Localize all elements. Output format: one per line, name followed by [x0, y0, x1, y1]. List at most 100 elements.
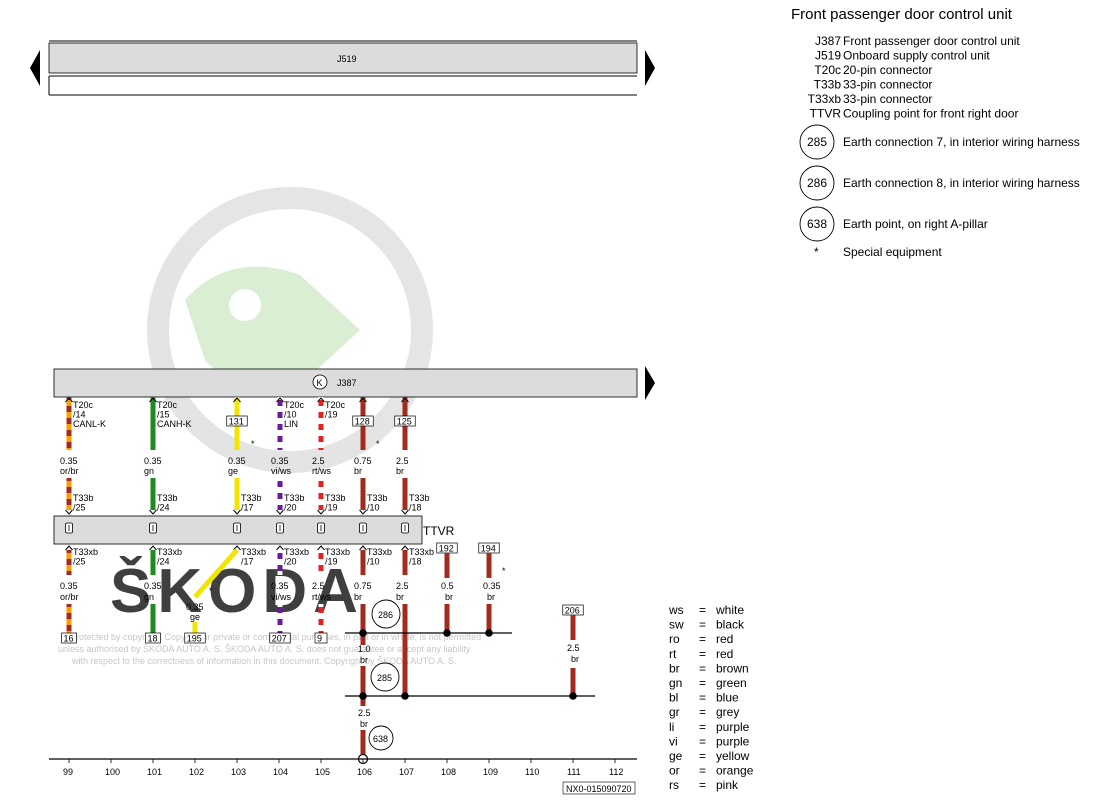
wire-size-label: 2.5: [396, 581, 409, 591]
column-number: 112: [609, 767, 623, 777]
legend-code: T33b: [814, 78, 842, 92]
column-number: 99: [63, 767, 73, 777]
color-abbr: ws: [668, 603, 684, 617]
special-mark-103: *: [251, 439, 255, 449]
wire-size-label: 2.5: [312, 581, 325, 591]
ttvr-pin-label: T33xb: [241, 547, 266, 557]
wire-color-label: ge: [190, 612, 200, 622]
ttvr-coupling: TTVR: [53, 515, 455, 545]
color-abbr: rs: [669, 778, 679, 792]
drawing-number: NX0-015090720: [566, 784, 632, 794]
j387-label: J387: [337, 378, 357, 388]
legend-text: 33-pin connector: [843, 78, 932, 92]
legend-title: Front passenger door control unit: [791, 6, 1013, 23]
j519-unit: J519: [30, 40, 655, 96]
color-eq: =: [699, 661, 706, 675]
wire-size-label: 0.75: [354, 456, 372, 466]
junction-dot: [443, 629, 451, 637]
legend-earth-text: Earth connection 7, in interior wiring h…: [843, 135, 1080, 149]
color-name: green: [716, 676, 747, 690]
column-number: 109: [483, 767, 498, 777]
color-name: black: [716, 618, 745, 632]
earth-286-label: 286: [378, 610, 393, 620]
wire-color-label: br: [571, 654, 579, 664]
color-abbr: bl: [669, 691, 678, 705]
color-abbr: ro: [669, 632, 680, 646]
ttvr-pin-label: /25: [73, 557, 86, 567]
earth-circle-icon: [799, 124, 835, 160]
connection-box: 206: [562, 604, 584, 616]
svg-text:195: 195: [187, 634, 202, 644]
connector-arrow-icon: [276, 545, 284, 551]
wire-color-label: br: [354, 466, 362, 476]
color-eq: =: [699, 720, 706, 734]
column-number: 104: [273, 767, 288, 777]
pin-label: T20c: [157, 400, 178, 410]
wire-c104: T20c/10LIN0.35vi/wsT33b/20T33xb/200.35vi…: [269, 397, 309, 644]
legend-earth-code: 286: [807, 176, 827, 190]
legend-text: Coupling point for front right door: [843, 107, 1018, 121]
signal-label: CANL-K: [73, 419, 106, 429]
earth-285-label: 285: [377, 673, 392, 683]
wire-size-label: 0.35: [186, 602, 204, 612]
wire-color-legend: ws=whitesw=blackro=redrt=redbr=browngn=g…: [668, 603, 754, 792]
wire-size-label: 0.35: [144, 456, 162, 466]
connector-arrow-icon: [317, 509, 325, 515]
connector-arrow-icon: [359, 397, 367, 403]
wires-layer: T20c/14CANL-K0.35or/brT33b/25T33xb/250.3…: [60, 397, 584, 759]
color-eq: =: [699, 676, 706, 690]
pin-label: /15: [157, 410, 170, 420]
connector-arrow-icon: [317, 397, 325, 403]
ttvr-pin-label: /24: [157, 503, 170, 513]
connector-arrow-icon: [401, 509, 409, 515]
pin-label: /19: [325, 410, 338, 420]
connector-arrow-icon: [149, 397, 157, 403]
legend-code: J387: [815, 34, 841, 48]
wire-color-label: or/br: [60, 592, 79, 602]
signal-label: LIN: [284, 419, 298, 429]
color-name: purple: [716, 734, 750, 748]
wire-size-label: 0.75: [354, 581, 372, 591]
color-abbr: or: [669, 764, 680, 778]
ttvr-pin-label: /19: [325, 557, 338, 567]
connector-arrow-icon: [233, 509, 241, 515]
ttvr-pin-label: /24: [157, 557, 170, 567]
svg-text:9: 9: [317, 634, 322, 644]
connection-box: 192: [436, 542, 458, 554]
earth-circle-icon: [799, 165, 835, 201]
wire-size-label: 0.35: [144, 581, 162, 591]
color-abbr: vi: [669, 734, 678, 748]
connector-arrow-icon: [233, 545, 241, 551]
ttvr-pin-label: /10: [367, 557, 380, 567]
connector-arrow-icon: [401, 397, 409, 403]
svg-text:206: 206: [565, 606, 580, 616]
svg-text:125: 125: [397, 417, 412, 427]
column-number: 102: [189, 767, 204, 777]
pin-label: /10: [284, 410, 297, 420]
connector-arrow-icon: [65, 397, 73, 403]
legend-earth-code: 285: [807, 135, 827, 149]
connector-arrow-icon: [276, 509, 284, 515]
special-mark-106: *: [376, 439, 380, 449]
connector-arrow-icon: [317, 545, 325, 551]
ttvr-pin-label: /10: [367, 503, 380, 513]
color-eq: =: [699, 764, 706, 778]
special-mark-109: *: [502, 566, 506, 576]
color-eq: =: [699, 618, 706, 632]
color-name: orange: [716, 764, 754, 778]
legend-earth-text: Earth point, on right A-pillar: [843, 217, 988, 231]
coupling-pin-icon: [149, 522, 157, 534]
ttvr-pin-label: /19: [325, 503, 338, 513]
color-abbr: gr: [669, 705, 680, 719]
svg-text:16: 16: [64, 634, 74, 644]
column-number: 107: [399, 767, 414, 777]
connection-box: 207: [269, 632, 291, 644]
color-name: blue: [716, 691, 739, 705]
ttvr-pin-label: T33b: [157, 493, 178, 503]
